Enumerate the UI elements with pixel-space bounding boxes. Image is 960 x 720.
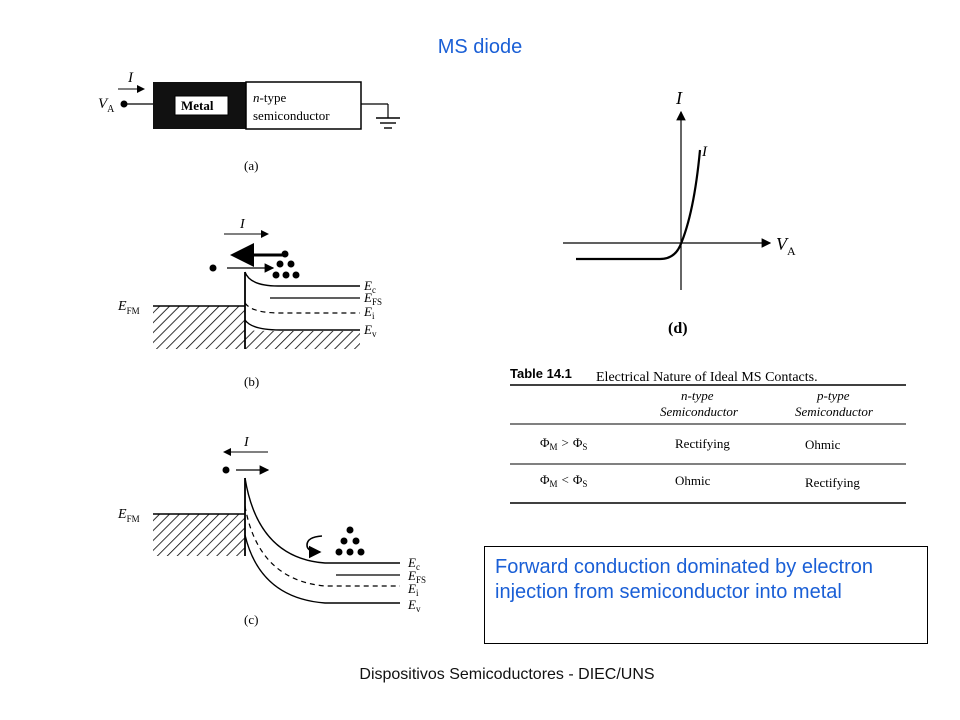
panel-d-x-axis-label: VA (776, 234, 796, 258)
table-caption: Electrical Nature of Ideal MS Contacts. (596, 370, 818, 385)
panel-c-ei-label: Ei (407, 581, 419, 598)
panel-c-ev-curve (244, 534, 400, 604)
table-col2-header-line2: Semiconductor (795, 404, 874, 419)
panel-d-y-axis-label: I (675, 88, 683, 108)
panel-b-ei-curve (244, 302, 360, 314)
table-col2-header-line1: p-type (816, 388, 850, 403)
panel-c-efm-label: EFM (117, 507, 140, 524)
panel-c-metal-filled-states (153, 514, 245, 556)
table-row1-condition: ΦM>ΦS (540, 435, 587, 452)
panel-c-return-arrow (306, 535, 323, 559)
panel-c-metal-electron (222, 466, 230, 474)
panel-d-curve-label: I (701, 144, 708, 160)
table-col1-header-line2: Semiconductor (660, 404, 739, 419)
metal-label: Metal (181, 98, 214, 113)
panel-c-electron-cluster (335, 526, 365, 556)
table-number: Table 14.1 (510, 366, 572, 381)
panel-b-ei-label: Ei (363, 304, 375, 321)
ground-icon (376, 117, 400, 129)
callout-box: Forward conduction dominated by electron… (484, 546, 928, 644)
callout-text: Forward conduction dominated by electron… (495, 556, 873, 603)
table-14-1: Table 14.1 Electrical Nature of Ideal MS… (510, 366, 906, 504)
panel-b-semiconductor-valence (245, 330, 360, 349)
slide-title: MS diode (437, 36, 523, 58)
panel-b-efm-label: EFM (117, 299, 140, 316)
panel-b-metal-electron (209, 264, 217, 272)
panel-b-current-label: I (239, 217, 246, 232)
panel-a-voltage-label: VA (98, 96, 115, 115)
panel-c-efs-label: EFS (407, 568, 426, 585)
panel-b-ev-label: Ev (363, 322, 377, 339)
table-row2-p-type: Rectifying (805, 475, 860, 490)
semiconductor-label-line2: semiconductor (253, 108, 330, 123)
panel-c-ec-curve (244, 477, 400, 564)
panel-c-ev-label: Ev (407, 597, 421, 614)
footer: Dispositivos Semicoductores - DIEC/UNS (359, 666, 655, 683)
panel-b-caption: (b) (244, 374, 259, 389)
panel-b-electron-cluster (272, 250, 300, 279)
panel-b-ev-curve (244, 319, 360, 331)
table-row1-n-type: Rectifying (675, 436, 730, 451)
panel-a-current-label: I (127, 70, 134, 86)
table-row2-n-type: Ohmic (675, 473, 711, 488)
table-row1-p-type: Ohmic (805, 437, 841, 452)
table-row2-condition: ΦM<ΦS (540, 472, 587, 489)
panel-b-ec-label: Ec (363, 278, 376, 295)
panel-d-iv-curve: I I VA (d) (563, 88, 796, 337)
semiconductor-label-line1: n-type (253, 90, 286, 105)
panel-b-band-diagram: I EFM Ec EFS Ei Ev (b) (117, 217, 382, 389)
panel-c-caption: (c) (244, 612, 258, 627)
panel-c-ec-label: Ec (407, 555, 420, 572)
panel-b-metal-filled-states (153, 306, 245, 349)
panel-d-caption: (d) (668, 320, 688, 337)
semiconductor-block (245, 81, 362, 130)
panel-a-circuit: I VA Metal n-type semiconductor (a) (98, 70, 400, 173)
panel-c-current-label: I (243, 435, 250, 450)
panel-b-ec-curve (244, 271, 360, 287)
panel-b-efs-label: EFS (363, 290, 382, 307)
table-col1-header-line1: n-type (681, 388, 714, 403)
panel-c-band-diagram: I EFM Ec EFS Ei Ev (c) (117, 435, 426, 627)
panel-c-ei-curve (244, 505, 400, 587)
panel-d-iv-trace (576, 149, 702, 261)
panel-a-caption: (a) (244, 158, 258, 173)
